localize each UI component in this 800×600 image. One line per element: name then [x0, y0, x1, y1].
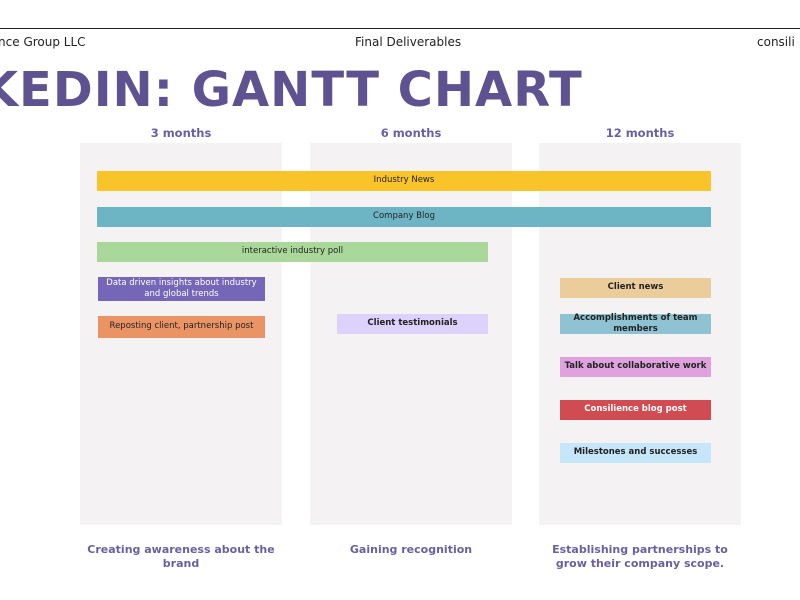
header-section: Final Deliverables: [355, 35, 462, 49]
bar-milestones: Milestones and successes: [560, 443, 711, 463]
bar-interactive-industry-poll: interactive industry poll: [97, 242, 488, 262]
column-heading-12-months: 12 months: [605, 126, 675, 140]
bar-accomplishments: Accomplishments of team members: [560, 313, 711, 334]
header-company: lience Group LLC: [0, 35, 86, 49]
column-6-months: [310, 143, 512, 525]
bar-industry-news: Industry News: [97, 171, 711, 191]
bar-client-news: Client news: [560, 278, 711, 298]
header-company-right: consili: [757, 35, 795, 49]
bar-company-blog: Company Blog: [97, 207, 711, 227]
bar-collaborative-work: Talk about collaborative work: [560, 357, 711, 377]
page-title: IKEDIN: GANTT CHART: [0, 62, 583, 118]
column-footer-awareness: Creating awareness about the brand: [87, 543, 275, 570]
column-footer-recognition: Gaining recognition: [349, 543, 473, 556]
column-heading-3-months: 3 months: [150, 126, 212, 140]
bar-consilience-blog-post: Consilience blog post: [560, 400, 711, 420]
header-divider: [0, 28, 800, 29]
bar-data-driven-insights: Data driven insights about industry and …: [98, 277, 265, 301]
bar-reposting-client-post: Reposting client, partnership post: [98, 316, 265, 338]
column-footer-partnerships: Establishing partnerships to grow their …: [552, 543, 728, 570]
bar-client-testimonials: Client testimonials: [337, 314, 488, 334]
column-heading-6-months: 6 months: [380, 126, 442, 140]
